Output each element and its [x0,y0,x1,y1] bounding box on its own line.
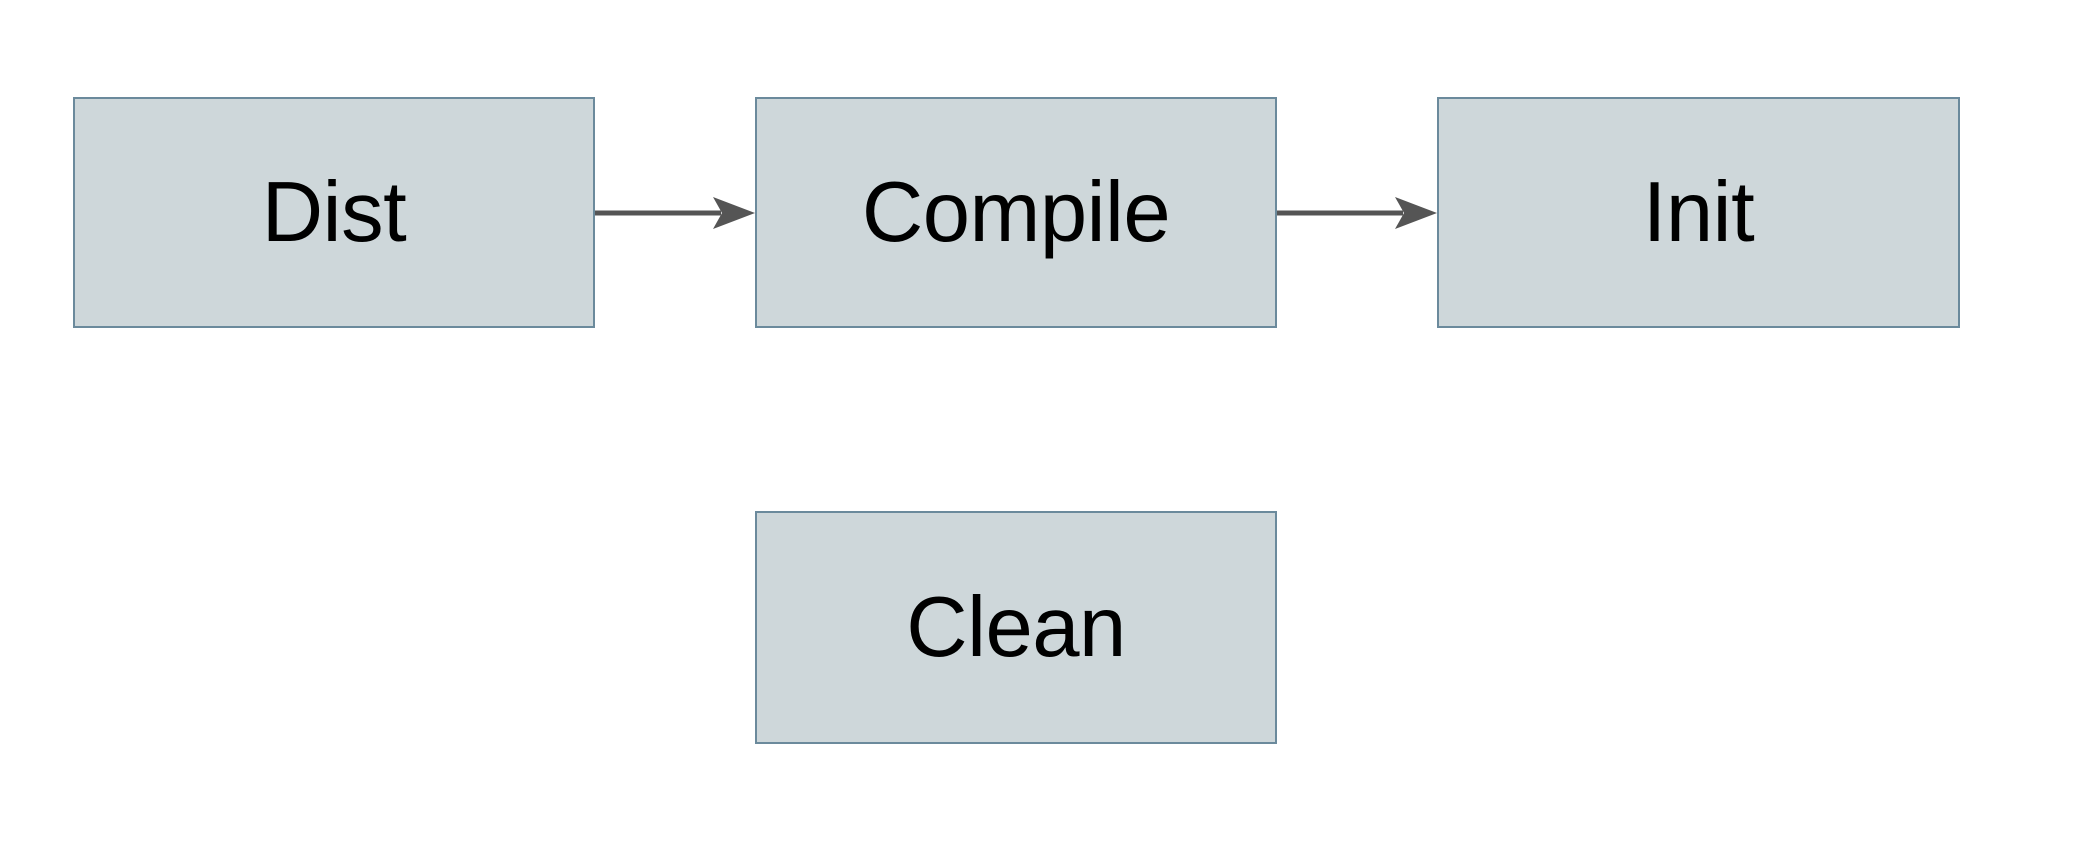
node-clean[interactable]: Clean [755,511,1277,744]
node-label-clean: Clean [906,580,1126,675]
edge-compile-to-init[interactable] [1277,197,1437,229]
node-label-dist: Dist [261,165,407,260]
edge-dist-to-compile[interactable] [595,197,755,229]
arrowhead-icon [1395,197,1437,229]
arrowhead-icon [713,197,755,229]
node-dist[interactable]: Dist [73,97,595,328]
node-init[interactable]: Init [1437,97,1960,328]
node-compile[interactable]: Compile [755,97,1277,328]
node-label-init: Init [1642,165,1755,260]
node-label-compile: Compile [861,165,1171,260]
